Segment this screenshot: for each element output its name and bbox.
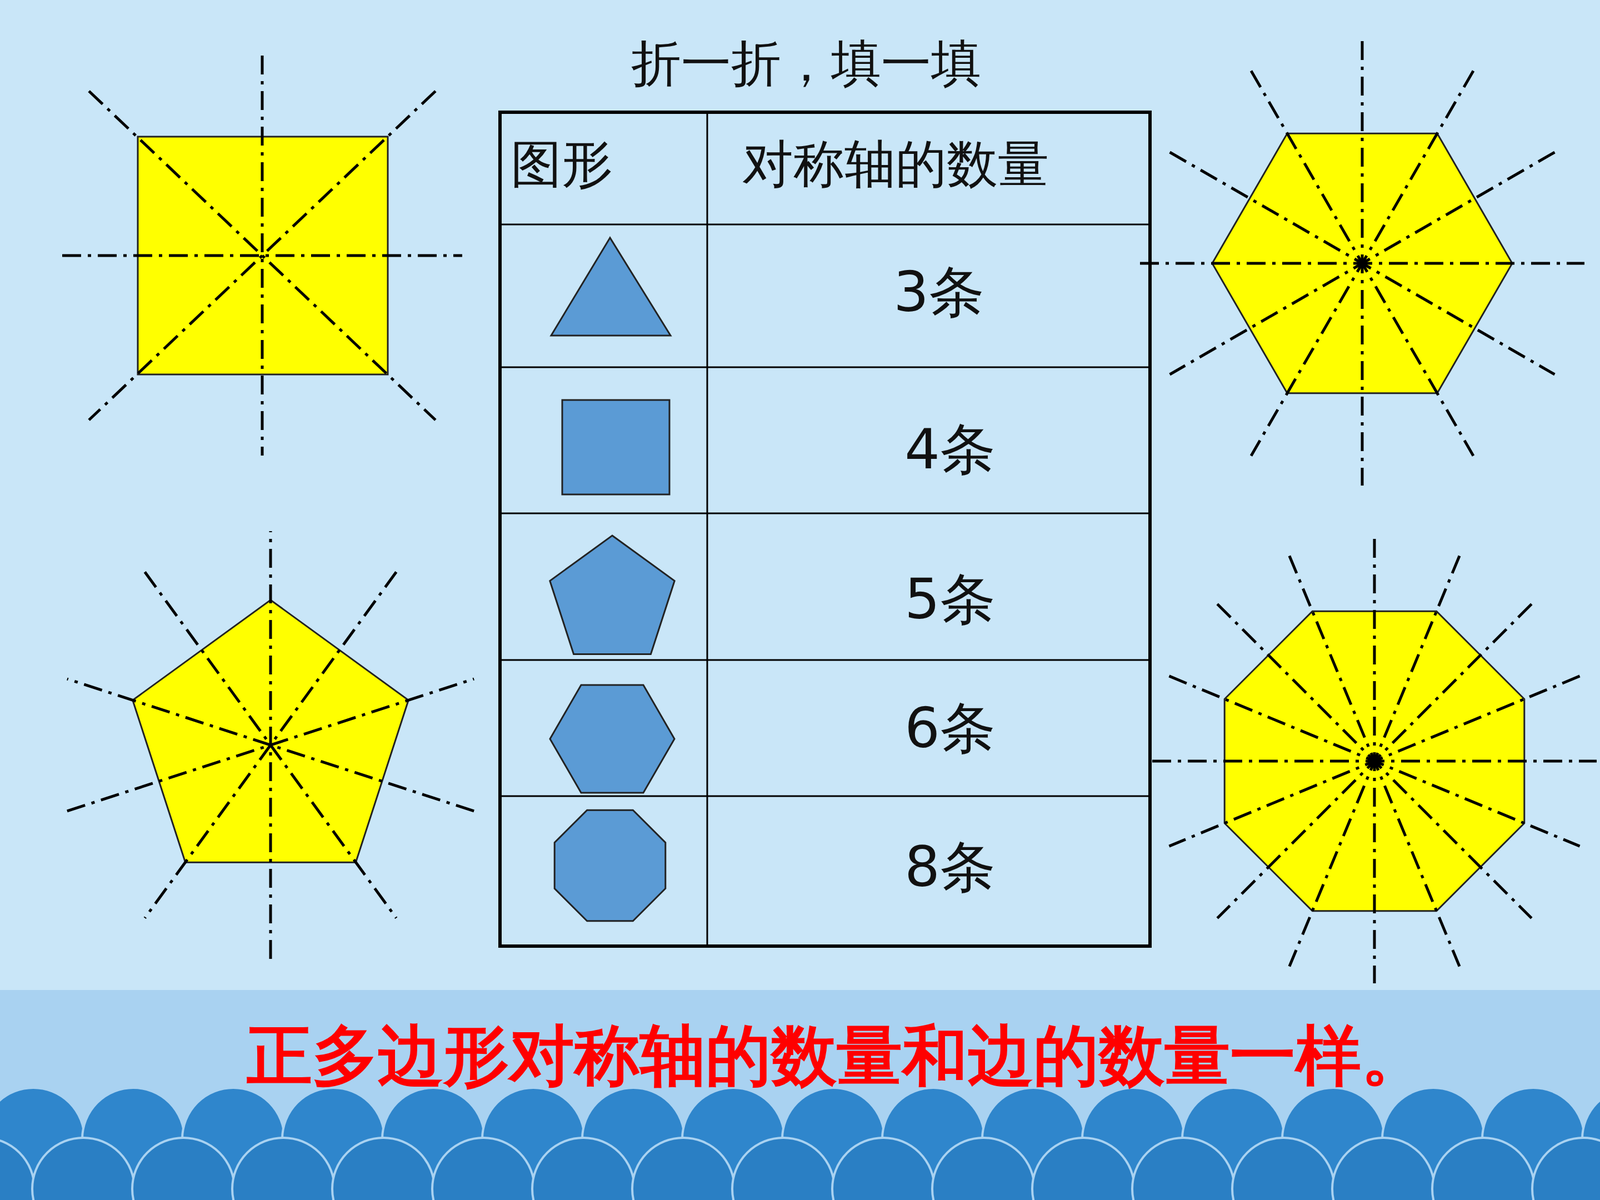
table-cell: 6条	[904, 696, 996, 760]
table-rule	[500, 795, 1150, 798]
wave	[32, 1137, 135, 1200]
symmetry-axis	[88, 91, 436, 420]
symmetry-axis	[1168, 676, 1580, 847]
wave	[1332, 1137, 1435, 1200]
table-header: 图形	[510, 135, 613, 194]
symmetry-axis	[67, 678, 474, 812]
wave	[332, 1137, 435, 1200]
caption: 正多边形对称轴的数量和边的数量一样。	[246, 1017, 1427, 1094]
wave	[0, 1137, 35, 1200]
wave	[1232, 1137, 1335, 1200]
square-icon	[562, 400, 670, 495]
table	[500, 112, 1150, 947]
symmetry-axis	[1168, 676, 1580, 847]
wave	[432, 1137, 535, 1200]
wave	[1032, 1137, 1135, 1200]
table-cell: 5条	[904, 567, 996, 632]
wave	[632, 1137, 735, 1200]
table-rule	[500, 512, 1150, 515]
triangle-icon	[551, 237, 671, 336]
table-rule	[706, 112, 709, 947]
symmetry-axis	[88, 91, 436, 420]
wave-pattern	[0, 1087, 1600, 1200]
polygon-figures	[62, 41, 1597, 984]
table-cell: 8条	[904, 835, 996, 899]
wave	[932, 1137, 1035, 1200]
octagon-icon	[554, 810, 666, 922]
title: 折一折，填一填	[631, 34, 982, 93]
wave	[1532, 1137, 1600, 1200]
symmetry-axis	[1170, 152, 1555, 375]
table-cell: 3条	[893, 260, 985, 324]
table-rule	[500, 659, 1150, 662]
symmetry-axis	[67, 678, 474, 812]
pentagon-icon	[550, 535, 675, 655]
wave	[532, 1137, 635, 1200]
wave	[832, 1137, 935, 1200]
table-cell: 4条	[904, 417, 996, 482]
table-rule	[500, 223, 1150, 226]
hexagon-icon	[550, 685, 675, 793]
wave	[1132, 1137, 1235, 1200]
wave	[732, 1137, 835, 1200]
table-header: 对称轴的数量	[742, 135, 1049, 194]
wave	[132, 1137, 235, 1200]
table-rule	[500, 366, 1150, 369]
wave	[1432, 1137, 1535, 1200]
wave	[232, 1137, 335, 1200]
table-border	[500, 112, 1150, 947]
